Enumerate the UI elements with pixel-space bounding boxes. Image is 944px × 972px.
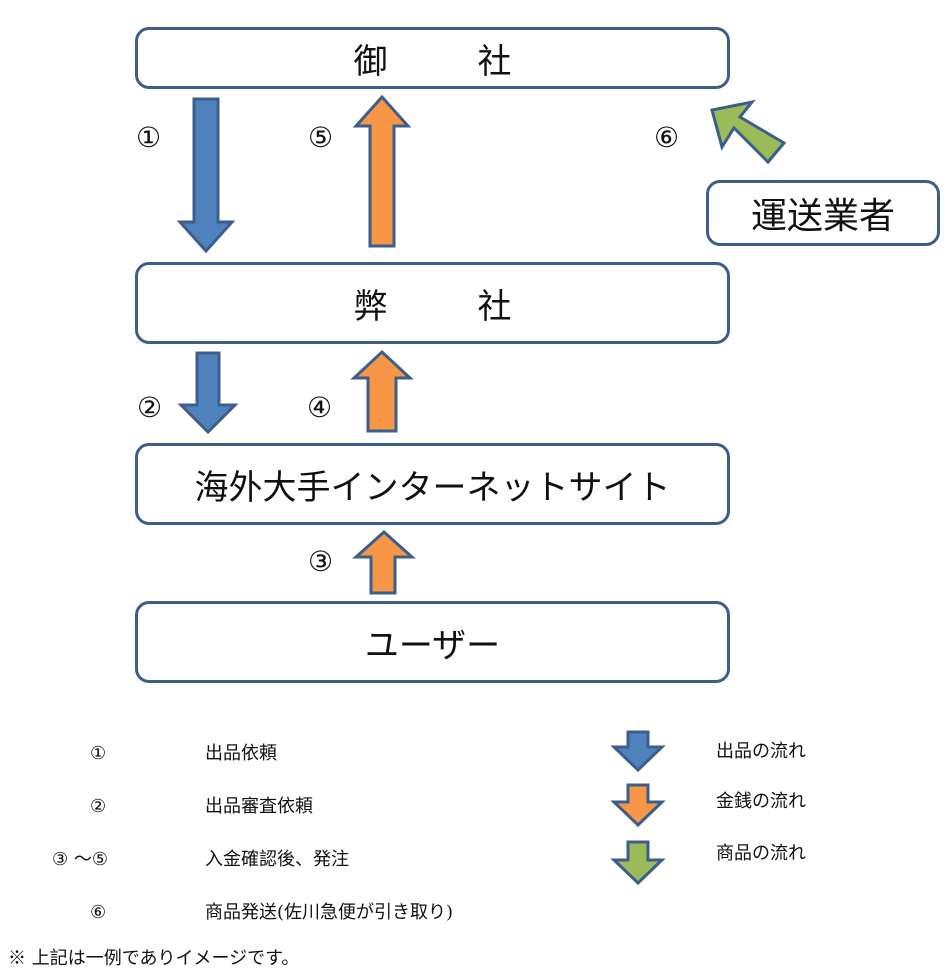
user-box: ユーザー xyxy=(135,601,730,683)
step-2-number: ② xyxy=(90,796,107,817)
arrow-5-money-flow xyxy=(352,94,412,248)
step-4-desc: 商品発送(佐川急便が引き取り) xyxy=(205,902,454,923)
legend-money-flow-label: 金銭の流れ xyxy=(716,791,806,812)
arrow-1-product-flow xyxy=(176,97,236,254)
footnote: ※ 上記は一例でありイメージです。 xyxy=(8,948,300,969)
step-2-desc: 出品審査依頼 xyxy=(205,796,313,817)
site-label: 海外大手インターネットサイト xyxy=(194,467,671,508)
legend-goods-flow-label: 商品の流れ xyxy=(716,843,806,864)
legend-money-flow-icon xyxy=(610,783,666,828)
arrow-label-1: ① xyxy=(136,121,162,154)
step-3-number: ③ ～⑤ xyxy=(52,849,108,870)
arrow-6-goods-flow xyxy=(710,99,787,165)
client-box: 御 社 xyxy=(135,27,730,89)
step-1-number: ① xyxy=(90,743,107,764)
our-company-label-right: 社 xyxy=(477,286,512,327)
arrow-label-6: ⑥ xyxy=(654,121,680,154)
arrow-label-5: ⑤ xyxy=(308,121,334,154)
arrow-3-money-flow xyxy=(352,529,416,595)
step-3-desc: 入金確認後、発注 xyxy=(205,849,349,870)
legend-product-flow-label: 出品の流れ xyxy=(716,741,806,762)
arrow-4-money-flow xyxy=(350,349,414,433)
arrow-2-product-flow xyxy=(177,351,239,435)
carrier-label: 運送業者 xyxy=(750,196,895,237)
legend-goods-flow-icon xyxy=(610,840,666,886)
arrow-label-4: ④ xyxy=(307,391,333,424)
our-company-box: 弊 社 xyxy=(135,262,730,344)
legend-product-flow-icon xyxy=(610,730,666,773)
carrier-box: 運送業者 xyxy=(706,180,940,246)
site-box: 海外大手インターネットサイト xyxy=(135,443,730,525)
arrow-label-3: ③ xyxy=(308,545,334,578)
user-label: ユーザー xyxy=(364,625,501,666)
our-company-label-left: 弊 xyxy=(353,286,388,327)
step-4-number: ⑥ xyxy=(90,902,107,923)
client-label-left: 御 xyxy=(353,41,388,82)
client-label-right: 社 xyxy=(477,41,512,82)
step-1-desc: 出品依頼 xyxy=(205,743,277,764)
arrow-label-2: ② xyxy=(137,391,163,424)
